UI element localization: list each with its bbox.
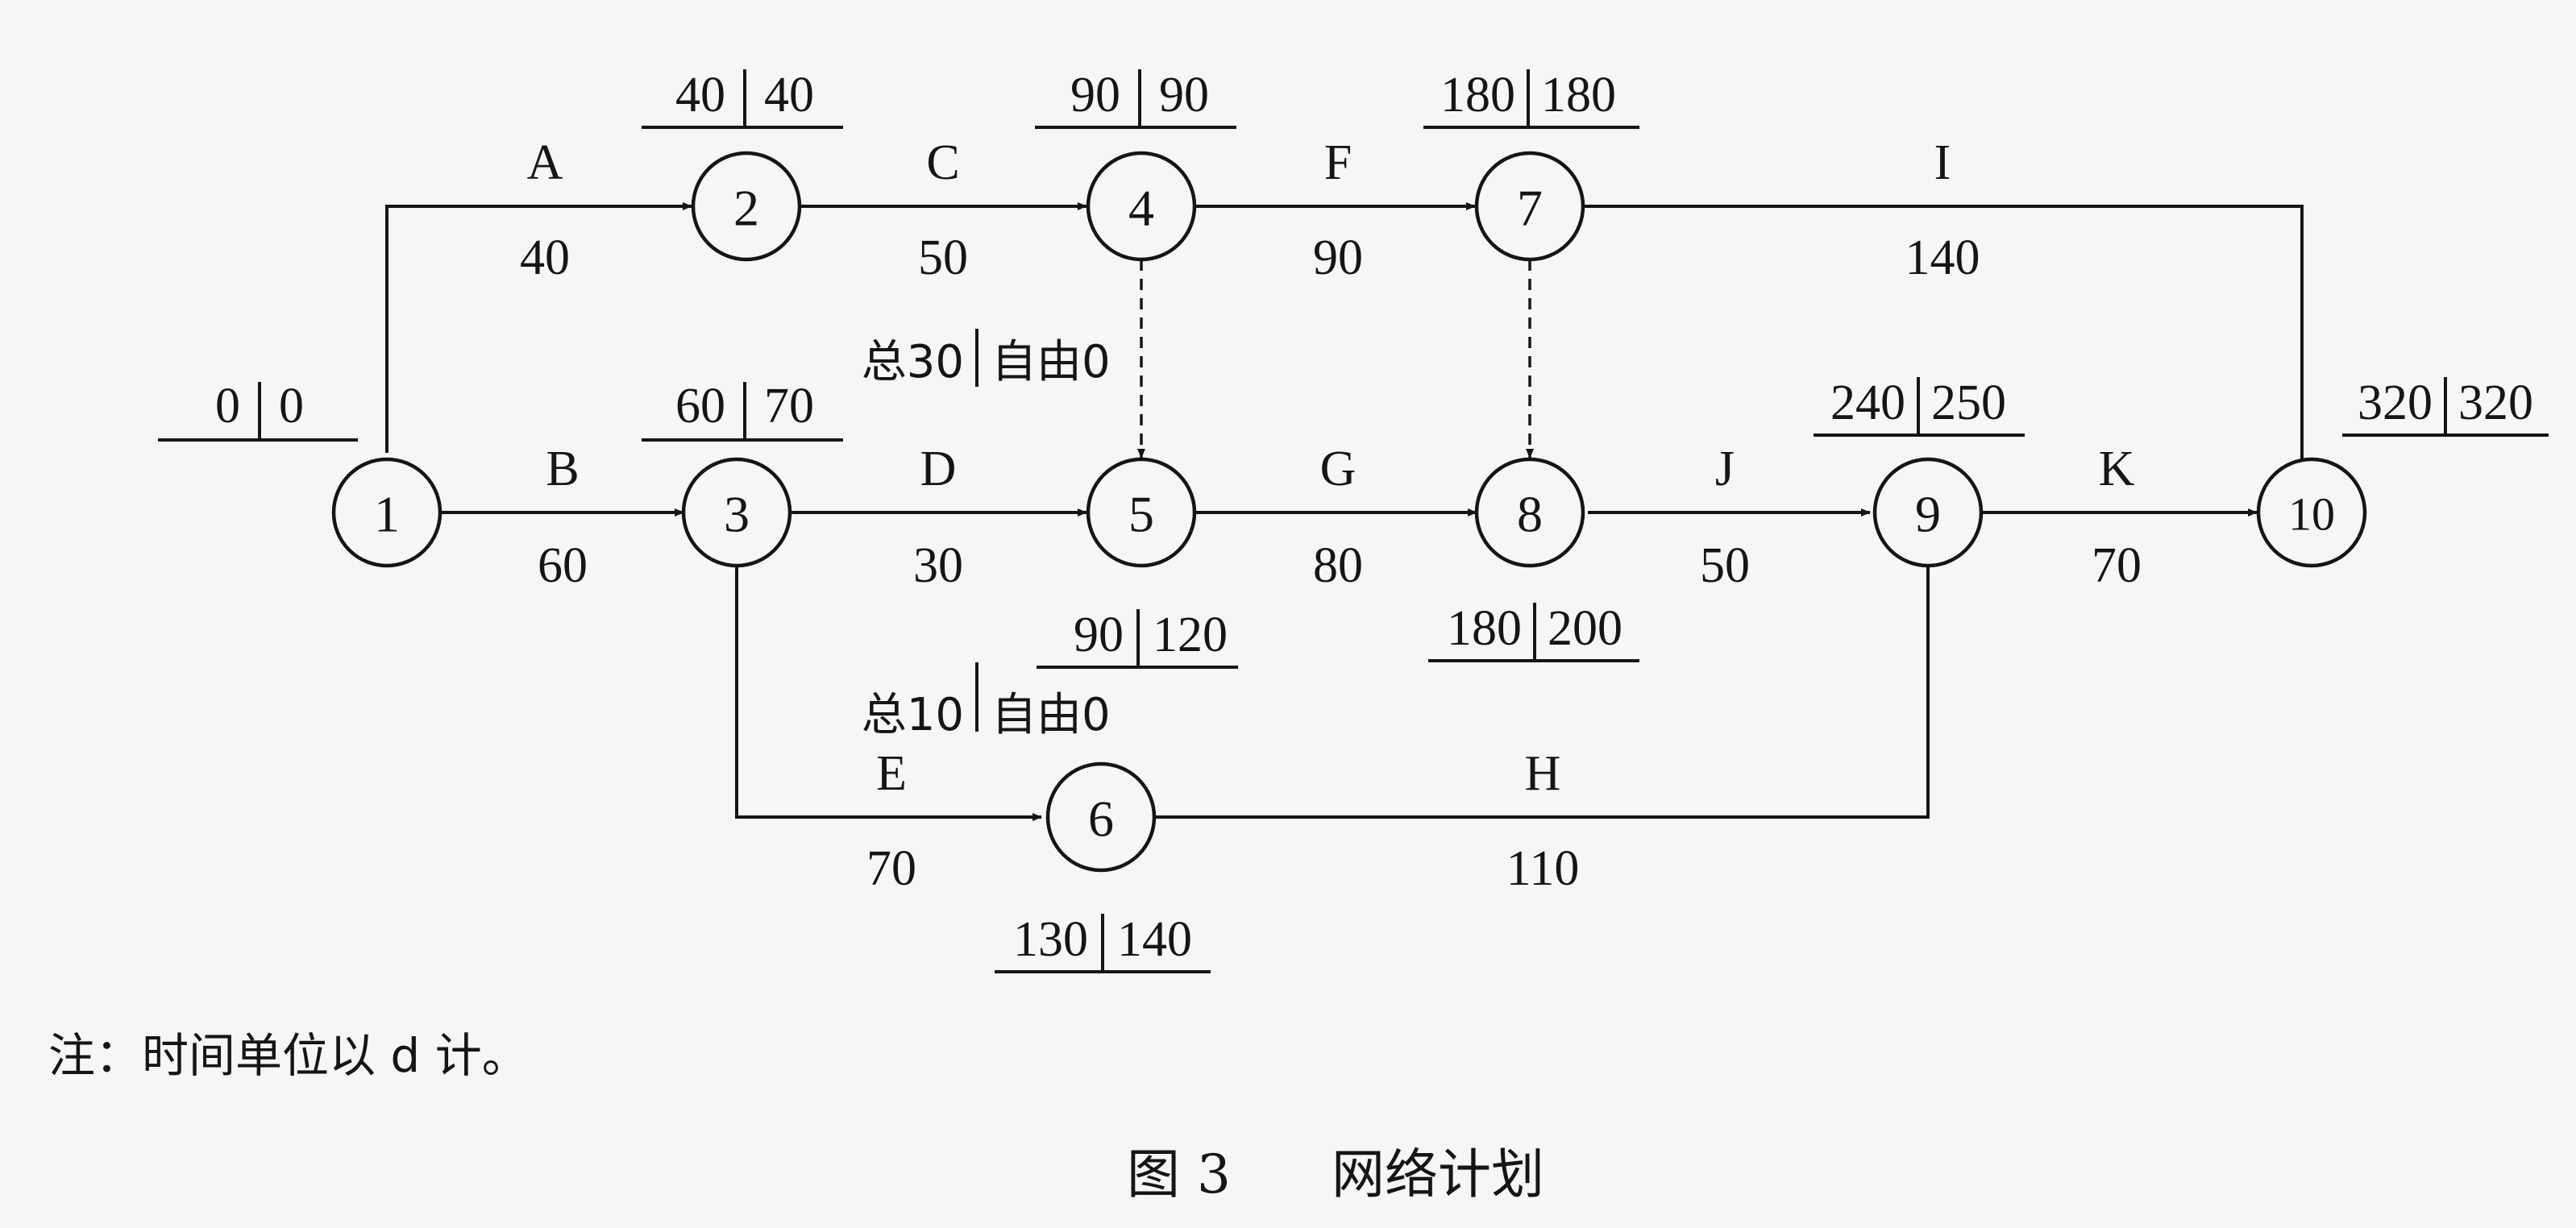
arrow-H	[1156, 555, 1932, 819]
node-9-circle	[1872, 457, 1984, 568]
node-3-label: 3	[724, 486, 750, 543]
activity-I-duration: 140	[1905, 230, 1980, 285]
node-10-label: 10	[2288, 488, 2335, 541]
arrow-A	[385, 202, 692, 453]
node-6-label: 6	[1088, 790, 1114, 848]
float-total-4-5: 总30	[862, 336, 964, 388]
node-6-circle	[1045, 761, 1157, 873]
node-1-label: 1	[374, 486, 400, 543]
activity-H-name: H	[1525, 746, 1561, 801]
node-2-earliest-time: 40	[675, 68, 725, 122]
activity-G-name: G	[1320, 442, 1357, 496]
node-6-earliest-time: 130	[1013, 912, 1088, 967]
node-3-latest-time: 70	[764, 379, 814, 434]
node-2-label: 2	[733, 180, 759, 237]
node-6-latest-time: 140	[1117, 912, 1192, 967]
node-7-latest-time: 180	[1541, 68, 1616, 122]
node-5-latest-time: 120	[1153, 608, 1228, 662]
activity-C-duration: 50	[918, 230, 968, 285]
node-1-latest-time: 0	[279, 379, 304, 434]
float-free-3-6: 自由0	[991, 689, 1111, 741]
time-unit-note: 注：时间单位以 d 计。	[48, 1028, 529, 1083]
node-4-latest-time: 90	[1159, 68, 1209, 122]
node-2-latest-time: 40	[764, 68, 814, 122]
node-7-earliest-time: 180	[1440, 68, 1515, 122]
activity-E-name: E	[876, 746, 907, 801]
node-8-circle	[1474, 457, 1585, 568]
arrow-I	[1583, 205, 2304, 461]
activity-C-name: C	[926, 135, 959, 190]
activity-I-name: I	[1934, 135, 1951, 190]
node-4-label: 4	[1128, 180, 1154, 237]
node-1-earliest-time: 0	[215, 379, 240, 434]
node-4-circle	[1086, 151, 1197, 262]
node-5-earliest-time: 90	[1074, 608, 1124, 662]
node-8-latest-time: 200	[1548, 601, 1622, 656]
activity-H-duration: 110	[1506, 841, 1580, 896]
node-5-label: 5	[1128, 486, 1154, 543]
node-1-circle	[331, 457, 442, 568]
activity-K-name: K	[2099, 442, 2135, 496]
node-3-circle	[681, 457, 792, 568]
node-9-earliest-time: 240	[1830, 375, 1905, 430]
activity-E-duration: 70	[866, 841, 916, 896]
activity-B-name: B	[546, 442, 579, 496]
node-8-earliest-time: 180	[1447, 601, 1522, 656]
node-2-circle	[691, 151, 802, 262]
activity-A-name: A	[527, 135, 563, 190]
node-9-latest-time: 250	[1931, 375, 2006, 430]
activity-B-duration: 60	[538, 538, 588, 593]
activity-D-duration: 30	[913, 538, 963, 593]
node-9-label: 9	[1915, 486, 1941, 543]
node-10-circle	[2256, 457, 2367, 568]
node-4-earliest-time: 90	[1070, 68, 1120, 122]
float-free-4-5: 自由0	[991, 336, 1111, 388]
activity-F-duration: 90	[1313, 230, 1363, 285]
float-total-3-6: 总10	[862, 689, 964, 741]
activity-J-duration: 50	[1700, 538, 1750, 593]
arrow-E	[735, 566, 1042, 821]
activity-D-name: D	[920, 442, 957, 496]
activity-G-duration: 80	[1313, 538, 1363, 593]
node-8-label: 8	[1517, 486, 1543, 543]
activity-A-duration: 40	[520, 230, 570, 285]
node-7-label: 7	[1517, 180, 1543, 237]
node-10-earliest-time: 320	[2358, 375, 2433, 430]
node-10-latest-time: 320	[2458, 375, 2533, 430]
node-5-circle	[1086, 457, 1197, 568]
figure-title: 网络计划	[1332, 1143, 1544, 1205]
activity-J-name: J	[1715, 442, 1735, 496]
activity-K-duration: 70	[2092, 538, 2142, 593]
node-7-circle	[1474, 151, 1585, 262]
figure-number: 图 3	[1127, 1143, 1231, 1205]
node-3-earliest-time: 60	[675, 379, 725, 434]
activity-F-name: F	[1324, 135, 1352, 190]
